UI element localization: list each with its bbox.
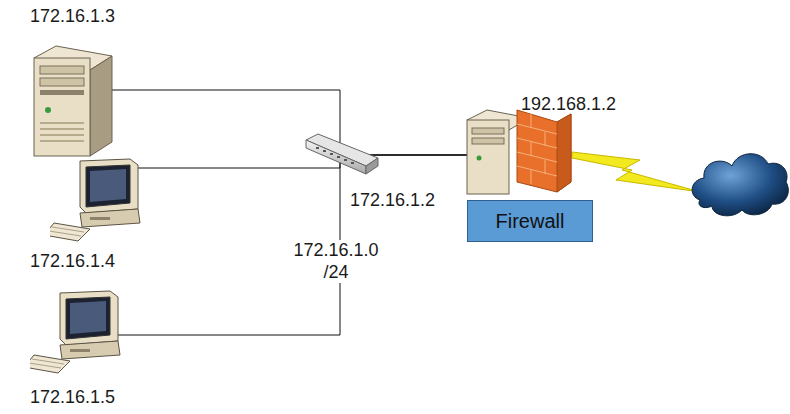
ip-address: 172.16.1.2 [350, 190, 435, 211]
workstation: 172.16.1.4 [30, 155, 145, 277]
workstation: 172.16.1.5 [22, 285, 142, 413]
ethernet-cable [110, 155, 467, 335]
ethernet-cable [88, 90, 467, 155]
subnet-label: 172.16.1.0 /24 [286, 240, 386, 283]
device-name: Firewall [496, 210, 565, 233]
device-icon [50, 157, 145, 246]
ip-address: 192.168.1.2 [521, 94, 616, 115]
ip-address: 172.16.1.4 [30, 251, 115, 272]
server: 172.16.1.3 [26, 6, 122, 161]
device-icon [30, 289, 125, 378]
ip-address: 172.16.1.5 [30, 387, 115, 408]
network-switch [306, 134, 378, 174]
wan-link [572, 152, 700, 192]
internet-cloud [692, 154, 788, 216]
device-icon [461, 104, 581, 208]
ip-address: 172.16.1.3 [30, 6, 115, 27]
firewall-host: 192.168.1.2172.16.1.2Firewall [345, 92, 610, 252]
device-icon [26, 44, 116, 163]
firewall-label-box: Firewall [467, 200, 593, 242]
ethernet-cable [132, 155, 467, 168]
